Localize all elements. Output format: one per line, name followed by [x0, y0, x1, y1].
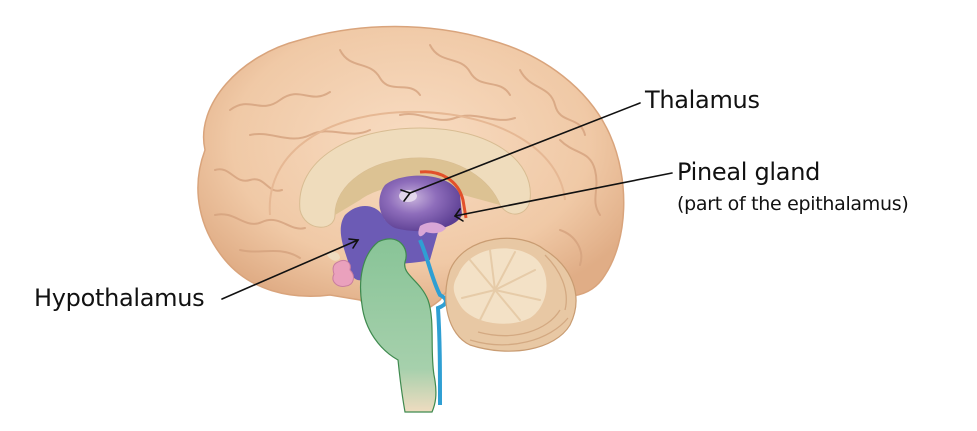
- lateral-ventricle: [335, 158, 500, 215]
- pituitary-gland: [327, 252, 354, 287]
- arrowhead-icon: [348, 238, 360, 249]
- pineal-leader-line: [454, 172, 673, 217]
- label-hypothalamus: Hypothalamus: [34, 284, 205, 312]
- cerebellum: [445, 237, 577, 352]
- label-pineal-gland: Pineal gland: [677, 158, 821, 186]
- label-pineal-gland-note: (part of the epithalamus): [677, 193, 909, 215]
- label-thalamus: Thalamus: [645, 86, 760, 114]
- pineal-gland: [418, 222, 446, 237]
- thalamus: [379, 170, 468, 232]
- brainstem: [359, 238, 448, 413]
- arrowhead-icon: [453, 208, 464, 222]
- hypothalamus-leader-line: [221, 239, 359, 300]
- arrowhead-icon: [400, 189, 412, 202]
- leader-lines: [221, 102, 673, 300]
- thalamus-leader-line: [409, 102, 641, 194]
